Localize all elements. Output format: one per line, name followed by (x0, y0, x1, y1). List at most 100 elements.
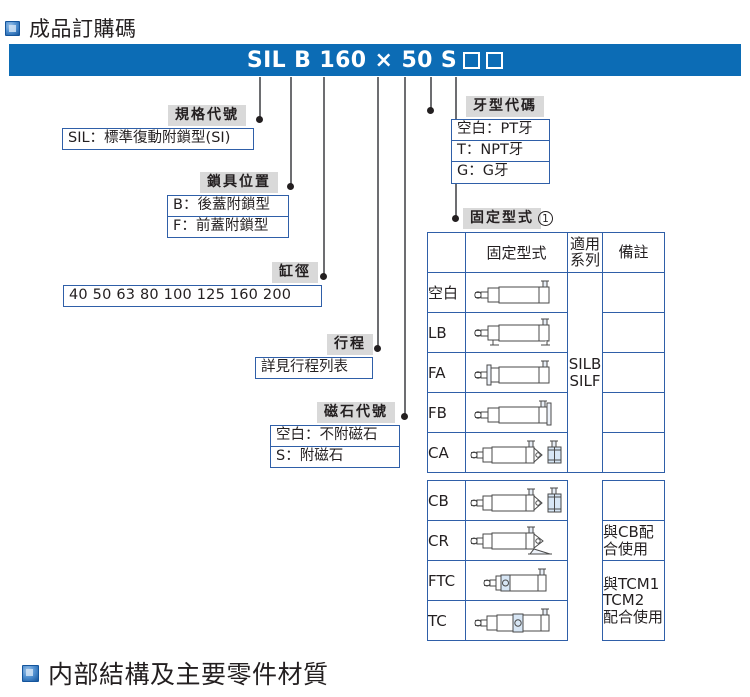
row-code-blank: 空白 (427, 272, 466, 313)
leader-line-model (259, 77, 261, 120)
table-row: CB (427, 480, 665, 521)
series-cell: SILB SILF (567, 272, 603, 473)
table-row: 空白 SILB (427, 272, 665, 473)
cylinder-basic-icon (473, 280, 549, 303)
row-code-cr: CR (427, 520, 466, 561)
callout-label-mounting: 固定型式 (463, 208, 541, 230)
row-code-ftc: FTC (427, 560, 466, 601)
table-row: FB (427, 392, 665, 433)
leader-line-bore (323, 77, 325, 277)
remark-cell-blank (602, 272, 665, 313)
header-code-blank (427, 232, 466, 273)
figure-cell-ca (465, 432, 568, 473)
leader-dot-bore (320, 273, 327, 280)
row-code-fb: FB (427, 392, 466, 433)
remark-cr-line2: 合使用 (603, 539, 649, 558)
table-row: CA (427, 432, 665, 473)
leader-dot-lock-position (287, 183, 294, 190)
order-code-text-group: SIL B 160 × 50 S (246, 47, 504, 73)
cylinder-cr-pivot-icon (470, 526, 552, 554)
row-code-ca: CA (427, 432, 466, 473)
section-heading-order-code: 成品訂購碼 (5, 13, 137, 43)
table-row: TC (427, 600, 665, 641)
magnet-option-s: S：附磁石 (276, 448, 344, 465)
figure-cell-ftc (465, 560, 568, 601)
series-gap-cell-tc (568, 601, 603, 641)
order-code-banner: SIL B 160 × 50 S (9, 44, 741, 76)
callout-label-bore: 缸徑 (272, 262, 318, 284)
gap-cell-4 (603, 473, 665, 481)
cylinder-ca-clevis-icon (470, 440, 561, 463)
remark-cell-cr: 與CB配 合使用 (602, 520, 665, 561)
row-code-cb: CB (427, 480, 466, 521)
lock-option-f: F：前蓋附鎖型 (173, 218, 269, 235)
row-code-fa: FA (427, 352, 466, 393)
figure-cell-cr (465, 520, 568, 561)
leader-dot-magnet (401, 413, 408, 420)
blue-square-bullet-icon (5, 20, 20, 36)
callout-label-magnet: 磁石代號 (317, 402, 395, 424)
thread-option-blank: 空白：PT牙 (452, 120, 549, 142)
gap-cell-2 (466, 473, 568, 481)
cylinder-cb-clevis-icon (470, 487, 561, 512)
figure-cell-basic (465, 272, 568, 313)
leader-dot-model (256, 116, 263, 123)
series-line-1: SILB (568, 355, 602, 374)
callout-label-stroke: 行程 (327, 334, 373, 356)
cylinder-ftc-trunnion-front-icon (483, 568, 546, 591)
callout-label-lock-position: 鎖具位置 (200, 172, 278, 194)
header-applicable-series: 適用系列 (567, 232, 603, 273)
leader-line-thread (430, 77, 432, 110)
callout-box-model: SIL：標準復動附鎖型(SI) (62, 128, 254, 151)
series-line-2: SILF (569, 371, 601, 390)
header-mounting-type: 固定型式 (465, 232, 568, 273)
series-gap-cell-cb (568, 481, 603, 521)
cylinder-fb-flange-rear-icon (473, 400, 551, 425)
circled-number-1: 1 (538, 211, 553, 226)
leader-line-magnet (404, 77, 406, 417)
callout-label-model: 規格代號 (168, 105, 246, 127)
leader-dot-thread (427, 107, 434, 114)
figure-cell-cb (465, 480, 568, 521)
blue-square-bullet-icon-2 (22, 664, 39, 682)
order-code-empty-box-2 (486, 51, 504, 69)
bore-size-list: 40 50 63 80 100 125 160 200 (69, 287, 292, 303)
page-title: 成品訂購碼 (29, 17, 137, 41)
table-gap-row (428, 473, 665, 481)
figure-cell-tc (465, 600, 568, 641)
row-code-tc: TC (427, 600, 466, 641)
order-code-text: SIL B 160 × 50 S (246, 47, 458, 73)
callout-box-thread: 空白：PT牙 T：NPT牙 G：G牙 (451, 119, 550, 184)
cylinder-fa-flange-front-icon (473, 360, 549, 385)
gap-cell-3 (568, 473, 603, 481)
remark-tcm-line2: TCM2 (603, 591, 645, 610)
leader-dot-mounting (452, 215, 459, 222)
leader-line-lock-position (290, 77, 292, 187)
callout-box-bore: 40 50 63 80 100 125 160 200 (63, 285, 322, 308)
cylinder-tc-trunnion-mid-icon (474, 608, 549, 632)
table-row: LB (427, 312, 665, 353)
header-remark: 備註 (602, 232, 665, 273)
remark-tcm-line3: 配合使用 (603, 607, 664, 626)
series-gap-cell-ftc (568, 561, 603, 601)
leader-line-stroke (377, 77, 379, 349)
remark-cell-tcm: 與TCM1 TCM2 配合使用 (602, 560, 665, 641)
callout-box-magnet: 空白：不附磁石 S：附磁石 (270, 425, 400, 469)
lock-option-b: B：後蓋附鎖型 (168, 196, 288, 218)
leader-dot-stroke (374, 345, 381, 352)
callout-box-lock-position: B：後蓋附鎖型 F：前蓋附鎖型 (167, 195, 289, 239)
figure-cell-fa (465, 352, 568, 393)
series-gap-cell-cr (568, 521, 603, 561)
remark-cell-lb (602, 312, 665, 353)
remark-cell-fb (602, 392, 665, 433)
header-series-line1: 適用系列 (569, 234, 600, 269)
remark-tcm-line1: 與TCM1 (603, 574, 660, 593)
callout-label-thread: 牙型代碼 (466, 96, 544, 118)
figure-cell-fb (465, 392, 568, 433)
magnet-option-blank: 空白：不附磁石 (271, 426, 399, 448)
remark-cell-cb-empty (602, 480, 665, 521)
stroke-note: 詳見行程列表 (261, 359, 348, 375)
mounting-note-marker: 1 (538, 209, 553, 228)
callout-box-stroke: 詳見行程列表 (255, 357, 373, 380)
